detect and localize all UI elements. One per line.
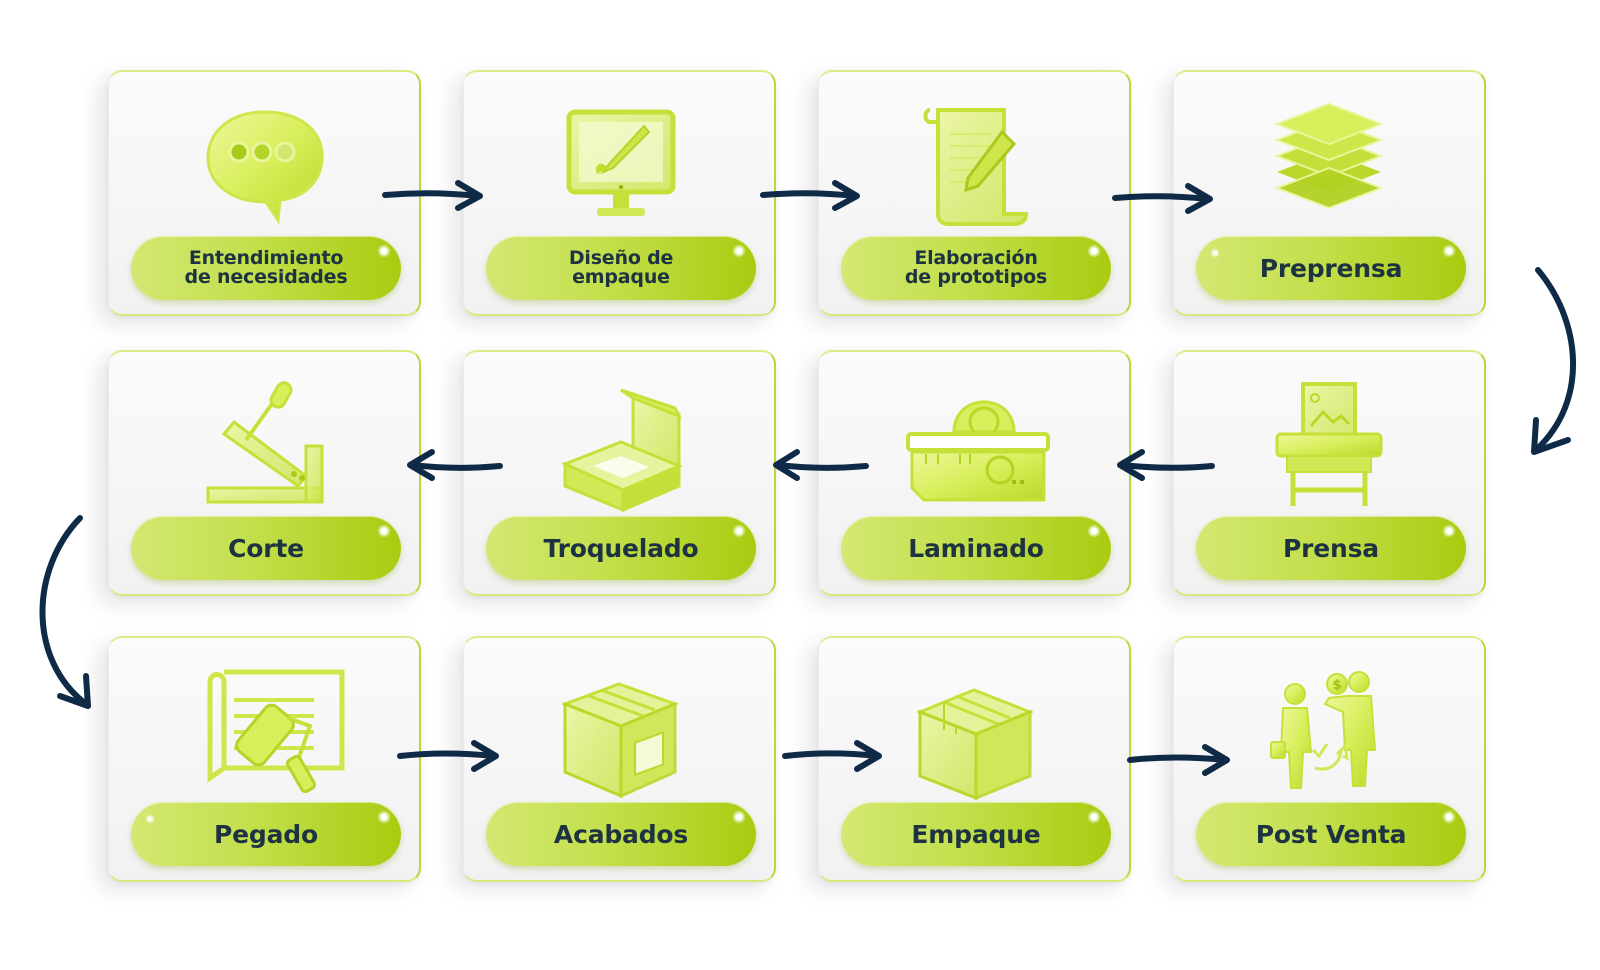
step-card-4: Preprensa [1173, 70, 1486, 316]
sparkle-decoration [732, 810, 746, 824]
step-card-3: Elaboración de prototipos [818, 70, 1131, 316]
design-monitor-icon [549, 102, 689, 232]
sparkle-decoration [1442, 810, 1456, 824]
customer-service-icon: $ [1259, 668, 1399, 798]
arrow-4-5 [1531, 267, 1577, 455]
step-label: Laminado [908, 533, 1044, 563]
step-label: Pegado [214, 819, 318, 849]
step-card-2: Diseño de empaque [463, 70, 776, 316]
step-pill: Diseño de empaque [486, 236, 756, 300]
chat-bubble-icon [194, 102, 334, 232]
step-label: Corte [228, 533, 304, 563]
step-label: Prensa [1283, 533, 1379, 563]
step-pill: Acabados [486, 802, 756, 866]
sparkle-decoration [377, 524, 391, 538]
step-pill: Post Venta [1196, 802, 1466, 866]
sparkle-decoration [377, 244, 391, 258]
step-pill: Prensa [1196, 516, 1466, 580]
step-card-6: Laminado [818, 350, 1131, 596]
scroll-pencil-icon [904, 102, 1044, 232]
step-label: Diseño de empaque [568, 247, 674, 288]
step-pill: Corte [131, 516, 401, 580]
step-label: Post Venta [1255, 819, 1407, 849]
step-label: Preprensa [1259, 253, 1403, 283]
printing-press-icon [1259, 382, 1399, 512]
arrow-8-9 [39, 515, 91, 709]
sealed-box-icon [904, 668, 1044, 801]
layers-icon [1259, 102, 1399, 232]
step-card-1: Entendimiento de necesidades [108, 70, 421, 316]
step-label: Empaque [911, 819, 1041, 849]
sparkle-decoration [1087, 810, 1101, 824]
sparkle-decoration [1087, 524, 1101, 538]
step-card-11: Empaque [818, 636, 1131, 882]
step-pill: Empaque [841, 802, 1111, 866]
glue-roller-icon [194, 668, 345, 798]
sparkle-decoration [732, 244, 746, 258]
sparkle-decoration [1442, 524, 1456, 538]
step-pill: Troquelado [486, 516, 756, 580]
step-card-12: $ Post Venta [1173, 636, 1486, 882]
laminator-icon [904, 382, 1050, 512]
step-card-10: Acabados [463, 636, 776, 882]
step-label: Acabados [553, 819, 689, 849]
sparkle-decoration [732, 524, 746, 538]
step-pill: Laminado [841, 516, 1111, 580]
sparkle-decoration [1442, 244, 1456, 258]
step-label: Entendimiento de necesidades [184, 247, 348, 288]
step-pill: Entendimiento de necesidades [131, 236, 401, 300]
sparkle-decoration [1210, 248, 1220, 258]
sparkle-decoration [1087, 244, 1101, 258]
step-card-9: Pegado [108, 636, 421, 882]
step-card-5: Prensa [1173, 350, 1486, 596]
step-pill: Preprensa [1196, 236, 1466, 300]
paper-cutter-icon [194, 381, 334, 512]
open-box-icon [549, 382, 689, 513]
step-pill: Pegado [131, 802, 401, 866]
step-pill: Elaboración de prototipos [841, 236, 1111, 300]
sparkle-decoration [145, 814, 155, 824]
svg-text:$: $ [1332, 678, 1341, 693]
step-card-7: Troquelado [463, 350, 776, 596]
step-label: Elaboración de prototipos [904, 247, 1048, 288]
sparkle-decoration [377, 810, 391, 824]
step-label: Troquelado [543, 533, 699, 563]
step-card-8: Corte [108, 350, 421, 596]
finished-box-icon [549, 668, 689, 799]
